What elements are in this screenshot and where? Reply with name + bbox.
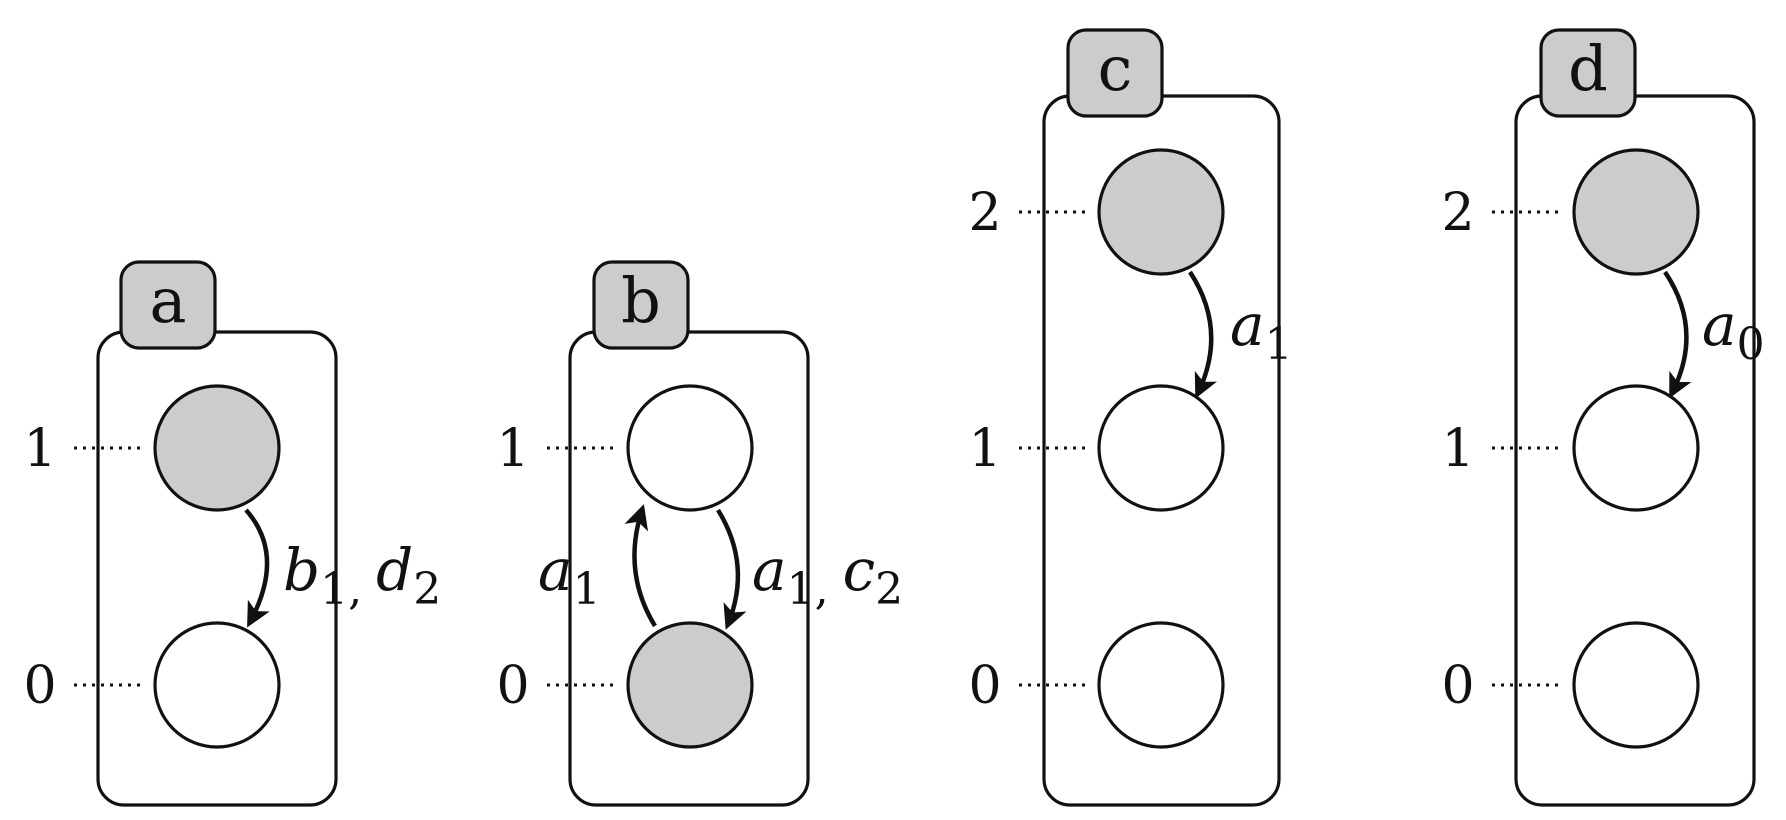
component-tab	[592, 260, 690, 350]
level-label: 1	[968, 419, 1001, 479]
level-label: 1	[1441, 419, 1474, 479]
component-tab	[119, 260, 217, 350]
state-node-0	[1097, 621, 1225, 749]
state-node-1	[626, 384, 754, 512]
component-name: a	[150, 264, 187, 337]
level-label: 0	[23, 656, 56, 716]
level-label: 0	[1441, 656, 1474, 716]
transition-label: a0	[1702, 291, 1765, 370]
state-node-1	[1097, 384, 1225, 512]
level-label: 2	[968, 183, 1001, 243]
component-name: c	[1098, 32, 1133, 105]
component-c: c 2 1 0 a1	[968, 28, 1293, 807]
state-node-1	[1572, 384, 1700, 512]
state-node-0	[1572, 621, 1700, 749]
transition-arrow	[716, 508, 747, 630]
state-node-0	[626, 621, 754, 749]
component-name: d	[1568, 32, 1608, 105]
component-b: b 1 0a1 a1, c2	[496, 260, 903, 807]
level-label: 1	[23, 419, 56, 479]
component-tab	[1539, 28, 1637, 118]
transition-arrow	[244, 508, 270, 628]
state-node-2	[1097, 148, 1225, 276]
transition-label: a1	[1230, 291, 1293, 370]
state-node-1	[153, 384, 281, 512]
level-label: 0	[968, 656, 1001, 716]
level-label: 2	[1441, 183, 1474, 243]
state-node-2	[1572, 148, 1700, 276]
transition-arrow	[1188, 270, 1218, 399]
component-name: b	[621, 264, 661, 337]
transition-arrow	[624, 504, 657, 628]
level-label: 0	[496, 656, 529, 716]
component-tab	[1066, 28, 1164, 118]
component-d: d 2 1 0 a0	[1441, 28, 1765, 807]
transition-label: a1	[538, 536, 601, 615]
transition-label: a1, c2	[752, 536, 903, 615]
component-a: a 1 0 b1, d2	[23, 260, 441, 807]
state-node-0	[153, 621, 281, 749]
transition-label: b1, d2	[283, 536, 441, 615]
transition-arrow	[1663, 270, 1692, 399]
level-label: 1	[496, 419, 529, 479]
